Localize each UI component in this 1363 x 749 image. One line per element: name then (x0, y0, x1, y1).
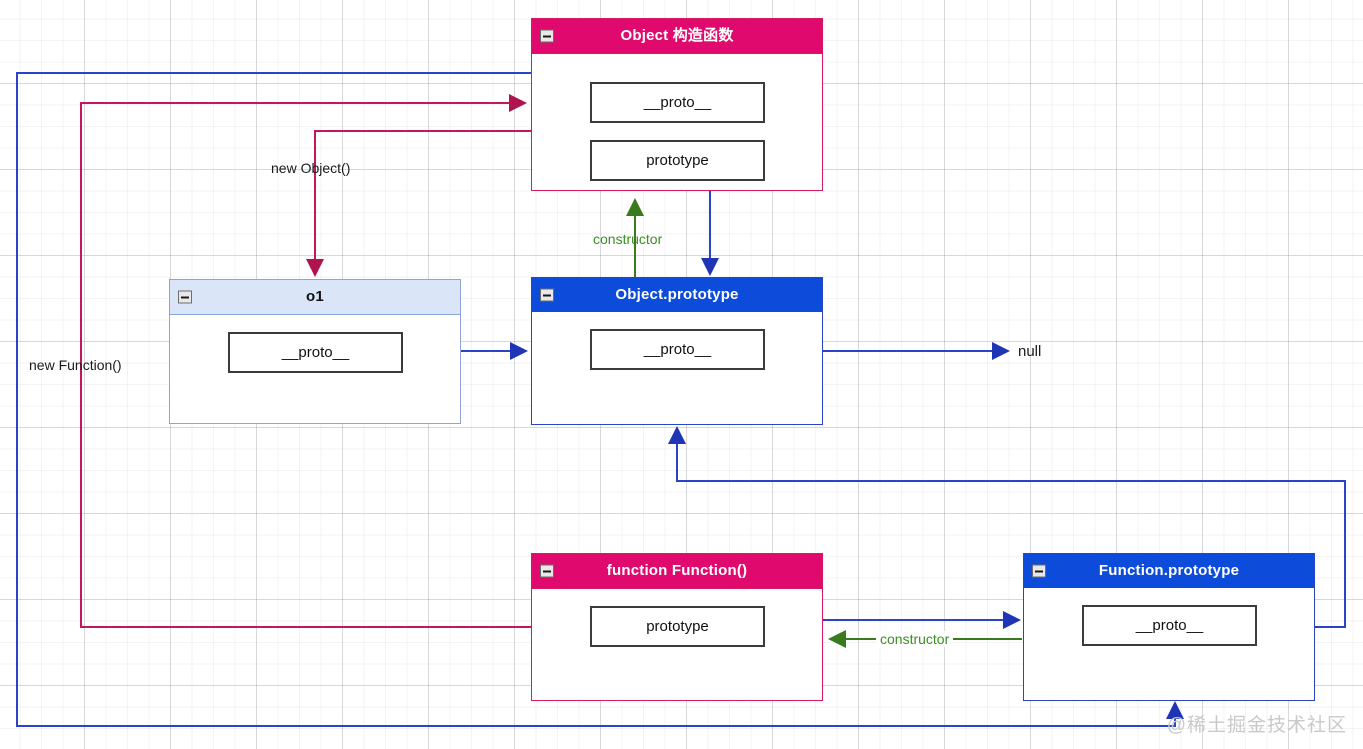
node-function-function[interactable]: function Function() prototype (531, 553, 823, 701)
property-prototype[interactable]: prototype (590, 140, 765, 181)
node-object-constructor[interactable]: Object 构造函数 __proto__ prototype (531, 18, 823, 191)
node-header: function Function() (532, 554, 822, 589)
collapse-minus-icon[interactable] (1032, 564, 1046, 578)
watermark: @稀土掘金技术社区 (1166, 715, 1347, 736)
property-label: prototype (646, 152, 709, 169)
node-title: Object.prototype (615, 286, 739, 303)
label-new-function: new Function() (29, 357, 122, 373)
property-proto[interactable]: __proto__ (590, 82, 765, 123)
property-label: __proto__ (1135, 617, 1204, 634)
node-header: Function.prototype (1024, 554, 1314, 588)
label-constructor-top: constructor (593, 231, 663, 247)
label-constructor-bottom: constructor (876, 631, 954, 647)
node-object-prototype[interactable]: Object.prototype __proto__ (531, 277, 823, 425)
node-header: o1 (170, 280, 460, 315)
property-prototype[interactable]: prototype (590, 606, 765, 647)
collapse-minus-icon[interactable] (540, 29, 554, 43)
label-null: null (1018, 343, 1042, 360)
collapse-minus-icon[interactable] (540, 288, 554, 302)
edge-new-object (306, 130, 531, 277)
property-label: prototype (646, 618, 709, 635)
node-title: Function.prototype (1098, 562, 1240, 579)
collapse-minus-icon[interactable] (178, 290, 192, 304)
node-header: Object.prototype (532, 278, 822, 312)
property-proto[interactable]: __proto__ (590, 329, 765, 370)
node-function-prototype[interactable]: Function.prototype __proto__ (1023, 553, 1315, 701)
property-proto[interactable]: __proto__ (228, 332, 403, 373)
collapse-minus-icon[interactable] (540, 564, 554, 578)
property-label: __proto__ (281, 344, 350, 361)
node-title: Object 构造函数 (620, 27, 734, 44)
node-header: Object 构造函数 (532, 19, 822, 54)
node-title: function Function() (606, 562, 748, 579)
property-proto[interactable]: __proto__ (1082, 605, 1257, 646)
label-new-object: new Object() (271, 160, 351, 176)
property-label: __proto__ (643, 94, 712, 111)
node-title: o1 (306, 288, 324, 305)
node-o1[interactable]: o1 __proto__ (169, 279, 461, 424)
property-label: __proto__ (643, 341, 712, 358)
